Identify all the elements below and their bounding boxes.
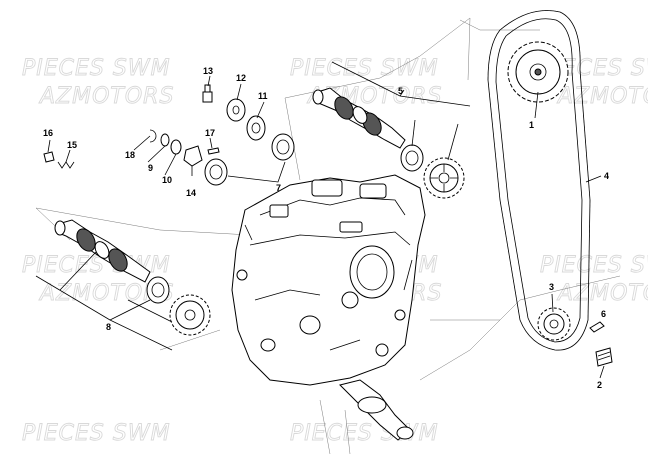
bottom-sprocket bbox=[537, 307, 571, 341]
callout-6: 6 bbox=[601, 309, 606, 319]
callout-12: 12 bbox=[236, 73, 246, 83]
upper-cam-bearing bbox=[400, 144, 424, 172]
callout-8: 8 bbox=[106, 322, 111, 332]
tensioner-parts bbox=[43, 84, 295, 186]
upper-camshaft bbox=[312, 87, 406, 149]
lower-cam-bearing bbox=[146, 276, 170, 304]
watermark-line1: PIECES SWM bbox=[290, 421, 439, 446]
leader-lines bbox=[35, 61, 605, 379]
callout-5: 5 bbox=[398, 86, 403, 96]
watermark-line1: PIECES SWM bbox=[22, 56, 171, 81]
lower-cam-sprocket bbox=[169, 294, 211, 336]
callouts: 1 2 3 4 5 6 7 8 9 10 11 12 13 14 15 16 1… bbox=[43, 66, 609, 390]
timing-chain bbox=[487, 10, 591, 351]
watermark-line2: AZMOTORS bbox=[556, 84, 648, 109]
watermark-line2: AZMOTORS bbox=[556, 281, 648, 306]
top-sprocket bbox=[507, 41, 569, 103]
upper-cam-sprocket bbox=[423, 157, 465, 199]
callout-13: 13 bbox=[203, 66, 213, 76]
cylinder-head bbox=[231, 174, 426, 386]
key-and-spring bbox=[589, 321, 613, 367]
callout-18: 18 bbox=[125, 150, 135, 160]
watermark-line1: PIECES SWM bbox=[22, 421, 171, 446]
callout-11: 11 bbox=[258, 91, 268, 101]
callout-14: 14 bbox=[186, 188, 196, 198]
callout-7: 7 bbox=[276, 183, 281, 193]
callout-2: 2 bbox=[597, 380, 602, 390]
callout-4: 4 bbox=[604, 171, 609, 181]
lower-camshaft bbox=[54, 219, 151, 283]
callout-3: 3 bbox=[549, 282, 554, 292]
callout-9: 9 bbox=[148, 163, 153, 173]
callout-17: 17 bbox=[205, 128, 215, 138]
watermark-line1: PIECES SWM bbox=[290, 56, 439, 81]
watermark-line2: AZMOTORS bbox=[38, 84, 174, 109]
callout-15: 15 bbox=[67, 140, 77, 150]
callout-1: 1 bbox=[529, 120, 534, 130]
callout-10: 10 bbox=[162, 175, 172, 185]
callout-16: 16 bbox=[43, 128, 53, 138]
bottom-shaft bbox=[319, 379, 414, 454]
watermark-line1: PIECES SWM bbox=[540, 253, 648, 278]
